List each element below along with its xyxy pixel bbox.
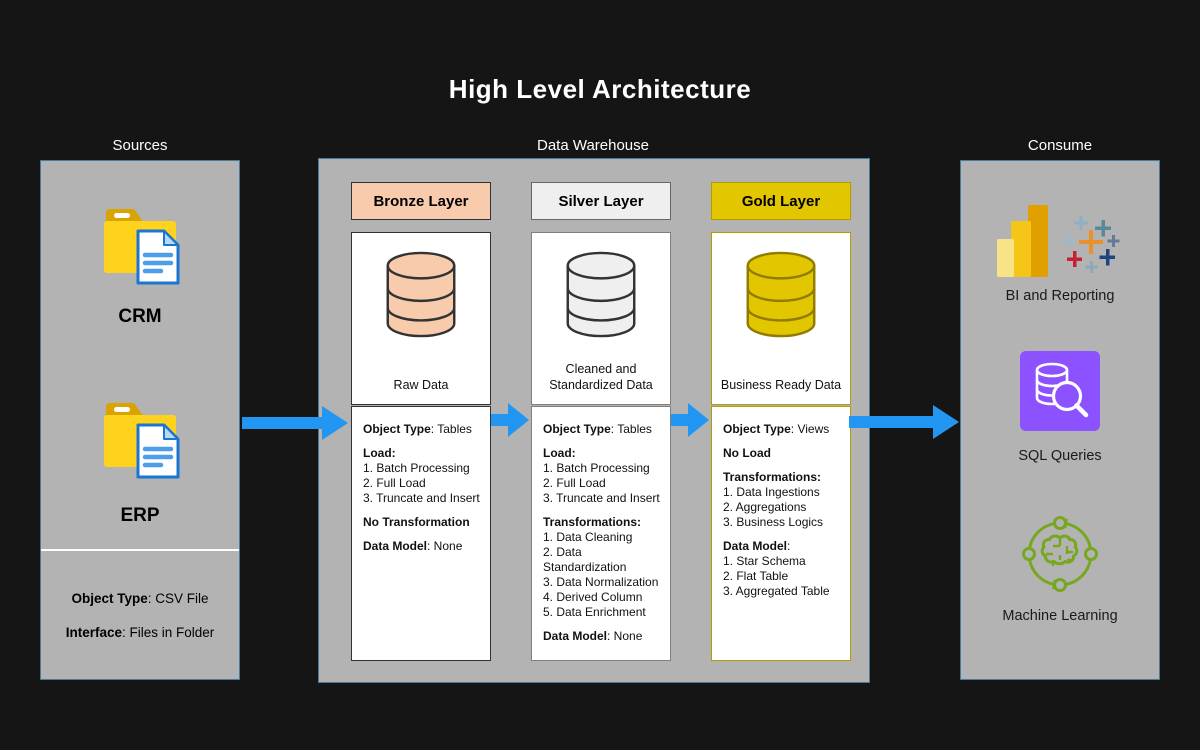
silver-caption: Cleaned and Standardized Data [549, 361, 653, 392]
bronze-layer-header: Bronze Layer [351, 182, 491, 220]
flow-arrow-silver-to-gold [671, 403, 709, 442]
bi-reporting-icons [961, 201, 1159, 277]
silver-layer-header: Silver Layer [531, 182, 671, 220]
bronze-layer-box: Raw Data [351, 232, 491, 405]
powerbi-icon [997, 205, 1048, 277]
tableau-icon [1063, 216, 1120, 273]
interface-value: : Files in Folder [122, 625, 215, 640]
page-title: High Level Architecture [448, 74, 752, 104]
database-icon [386, 251, 456, 338]
consume-panel: BI and Reporting SQL Queries [960, 160, 1160, 680]
bronze-caption: Raw Data [393, 377, 449, 392]
source-name-erp: ERP [120, 505, 160, 526]
sources-object-type: Object Type: CSV File [41, 591, 239, 606]
folder-file-icon [94, 197, 186, 294]
warehouse-section-label: Data Warehouse [536, 137, 649, 154]
gold-caption: Business Ready Data [720, 377, 842, 392]
sources-divider [41, 549, 239, 551]
folder-file-icon [94, 391, 186, 488]
database-icon [746, 251, 816, 338]
sources-interface: Interface: Files in Folder [41, 625, 239, 640]
sql-queries-label: SQL Queries [1018, 448, 1102, 464]
flow-arrow-bronze-to-silver [491, 403, 529, 442]
sources-section-label: Sources [112, 137, 168, 154]
warehouse-panel: Bronze Layer Raw Data Object Type: Table… [318, 158, 870, 683]
source-name-crm: CRM [118, 306, 162, 327]
silver-layer-box: Cleaned and Standardized Data [531, 232, 671, 405]
object-type-value: : CSV File [147, 591, 209, 606]
sql-search-icon [1020, 351, 1100, 436]
interface-label: Interface [65, 625, 122, 640]
gold-layer-header: Gold Layer [711, 182, 851, 220]
consume-section-label: Consume [1027, 137, 1093, 154]
sources-panel: CRM ERP Object Type: CSV [40, 160, 240, 680]
flow-arrow-gold-to-consume [849, 405, 959, 444]
database-icon [566, 251, 636, 338]
object-type-label: Object Type [71, 591, 148, 606]
ml-brain-icon [1018, 512, 1102, 601]
bi-reporting-label: BI and Reporting [1005, 288, 1115, 304]
gold-layer-box: Business Ready Data [711, 232, 851, 405]
machine-learning-label: Machine Learning [1002, 608, 1118, 624]
flow-arrow-sources-to-bronze [242, 406, 348, 445]
